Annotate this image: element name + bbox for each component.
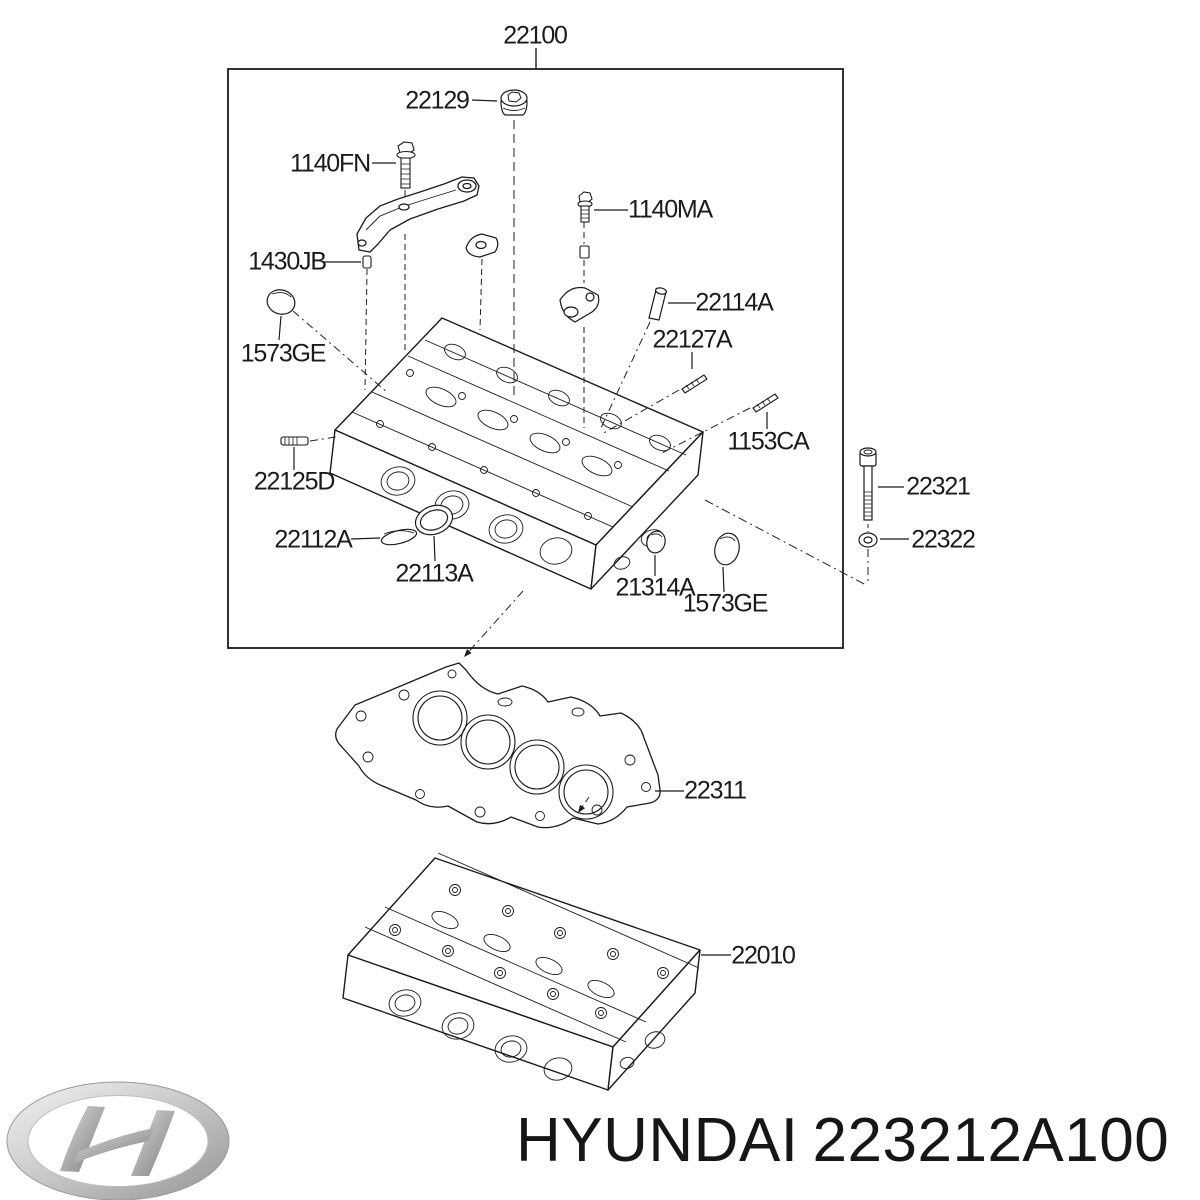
plug-22129-drawing [500,89,528,116]
part-label-22100[interactable]: 22100 [503,21,568,50]
ring-22113a-drawing [414,504,454,536]
part-label-22112a[interactable]: 22112A [274,525,352,554]
part-label-1573ge-right[interactable]: 1573GE [682,589,769,618]
camshaft-cap-bridge-drawing [356,176,480,253]
dowel-1430jb-drawing [362,255,372,269]
part-label-22114a[interactable]: 22114A [695,288,773,317]
stud-1153ca-drawing [752,393,779,413]
valve-guide-22114a-drawing [648,287,668,321]
center-lines [292,120,867,586]
washer-22322-drawing [858,532,878,548]
part-label-22322[interactable]: 22322 [911,525,976,554]
part-label-22010[interactable]: 22010 [731,941,796,970]
hyundai-h-left-stroke [60,1106,105,1172]
seal-21314a-drawing [646,530,666,554]
brand-name: HYUNDAI [516,1106,799,1175]
head-gasket-drawing [335,662,661,829]
stud-22125d-drawing [280,436,309,446]
part-label-22113a[interactable]: 22113A [395,559,473,588]
hyundai-h-right-stroke [131,1110,175,1176]
part-label-22125d[interactable]: 22125D [253,467,336,496]
cup-plug-1573ge-left-drawing [266,289,296,315]
cylinder-head-assy-drawing [342,852,701,1091]
rocker-cap-drawing [465,233,499,258]
part-label-22311[interactable]: 22311 [684,776,747,805]
stud-22127a-drawing [681,374,708,394]
part-label-1140fn[interactable]: 1140FN [290,149,371,178]
part-label-22321[interactable]: 22321 [906,472,971,501]
part-label-1573ge-left[interactable]: 1573GE [240,339,327,368]
rocker-arm-drawing [559,286,600,323]
part-label-22129[interactable]: 22129 [405,86,470,115]
assembly-box [227,48,844,649]
hyundai-logo [6,1081,230,1200]
hyundai-h-crossbar [74,1128,154,1163]
part-label-1430jb[interactable]: 1430JB [248,247,327,276]
part-label-1140ma[interactable]: 1140MA [627,195,713,224]
bolt-1140ma-drawing [577,191,593,259]
part-label-21314a[interactable]: 21314A [615,573,696,602]
part-label-1153ca[interactable]: 1153CA [727,427,810,456]
alignment-lines [463,590,590,814]
seal-22112a-drawing [380,528,418,546]
part-label-22127a[interactable]: 22127A [652,325,733,354]
bolt-22321-drawing [859,447,877,521]
bolt-1140fn-drawing [396,141,416,189]
leader-lines [278,99,909,956]
part-number: 223212A100 [812,1106,1170,1175]
cup-plug-1573ge-right-drawing [714,532,740,566]
cylinder-head-drawing [329,317,704,590]
